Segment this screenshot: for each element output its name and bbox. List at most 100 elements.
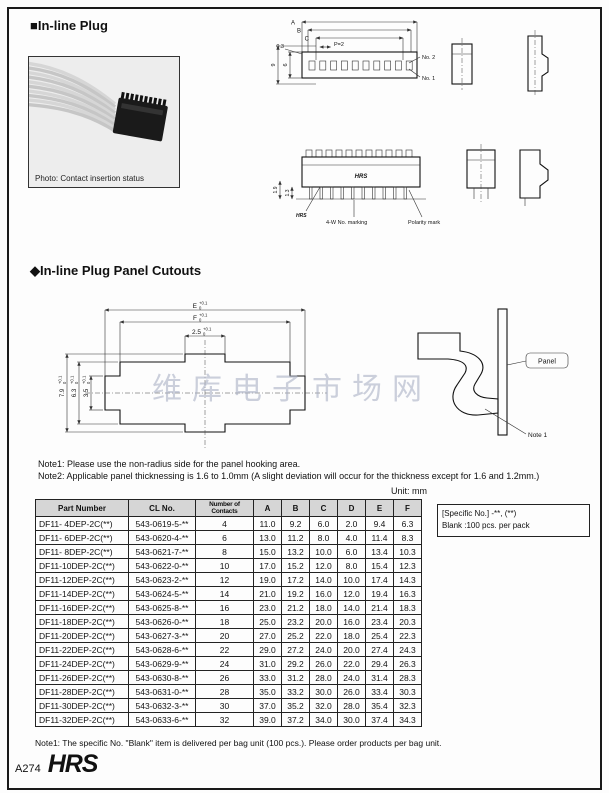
- cell-b: 37.2: [281, 712, 310, 727]
- cell-cl-no: 543-0627-3-**: [128, 628, 196, 643]
- dim-3-5-group: 3.5 +0.1 0: [82, 375, 92, 397]
- cell-e: 15.4: [365, 558, 394, 573]
- dim-f-tol-zero: 0: [199, 318, 202, 323]
- cell-part-number: DF11-22DEP-2C(**): [35, 642, 129, 657]
- cell-f: 12.3: [393, 558, 422, 573]
- cell-a: 33.0: [253, 670, 282, 685]
- cell-d: 28.0: [337, 698, 366, 713]
- col-a: A: [253, 499, 282, 517]
- cell-contacts: 24: [195, 656, 254, 671]
- cell-b: 21.2: [281, 600, 310, 615]
- cell-a: 17.0: [253, 558, 282, 573]
- dim-f-label: F: [193, 315, 197, 322]
- cell-e: 9.4: [365, 516, 394, 531]
- dim-2-5-tol-plus: +0.1: [203, 327, 212, 332]
- cell-part-number: DF11-10DEP-2C(**): [35, 558, 129, 573]
- black-connector: [112, 91, 168, 142]
- section-title-inline-plug: ■In-line Plug: [30, 18, 108, 33]
- cell-part-number: DF11- 6DEP-2C(**): [35, 530, 129, 545]
- cell-c: 22.0: [309, 628, 338, 643]
- cell-contacts: 8: [195, 544, 254, 559]
- specific-no-line1: [Specific No.] -**, (**): [442, 509, 517, 518]
- panel-label: Panel: [538, 359, 556, 366]
- panel-shape: [497, 308, 508, 436]
- cell-a: 25.0: [253, 614, 282, 629]
- cell-e: 17.4: [365, 572, 394, 587]
- cell-cl-no: 543-0620-4-**: [128, 530, 196, 545]
- cell-e: 21.4: [365, 600, 394, 615]
- dim-2-5-label: 2.5: [192, 329, 201, 336]
- cell-c: 16.0: [309, 586, 338, 601]
- cell-e: 11.4: [365, 530, 394, 545]
- cell-contacts: 12: [195, 572, 254, 587]
- cell-contacts: 10: [195, 558, 254, 573]
- cell-part-number: DF11-16DEP-2C(**): [35, 600, 129, 615]
- marking-callout-label: 4-W No. marking: [326, 220, 367, 226]
- cell-b: 23.2: [281, 614, 310, 629]
- cell-d: 24.0: [337, 670, 366, 685]
- hrs-marking-on-body: HRS: [355, 174, 368, 180]
- hook-profile: [417, 332, 499, 416]
- cell-contacts: 20: [195, 628, 254, 643]
- cell-a: 15.0: [253, 544, 282, 559]
- cell-contacts: 30: [195, 698, 254, 713]
- cell-d: 6.0: [337, 544, 366, 559]
- cell-b: 19.2: [281, 586, 310, 601]
- table-row: DF11-30DEP-2C(**) 543-0632-3-** 30 37.0 …: [35, 698, 422, 713]
- table-row: DF11- 6DEP-2C(**) 543-0620-4-** 6 13.0 1…: [35, 530, 422, 545]
- cell-a: 27.0: [253, 628, 282, 643]
- cell-part-number: DF11-24DEP-2C(**): [35, 656, 129, 671]
- photo-image: [24, 57, 177, 185]
- cell-part-number: DF11-12DEP-2C(**): [35, 572, 129, 587]
- cell-contacts: 4: [195, 516, 254, 531]
- cell-cl-no: 543-0624-5-**: [128, 586, 196, 601]
- top-view: A B C P=2 0.3 No. 2 No. 1 6: [271, 20, 435, 85]
- cell-part-number: DF11-18DEP-2C(**): [35, 614, 129, 629]
- page-number: A274: [15, 763, 41, 775]
- cell-cl-no: 543-0629-9-**: [128, 656, 196, 671]
- dim-6-3-tol-plus: +0.1: [70, 375, 75, 384]
- cell-f: 8.3: [393, 530, 422, 545]
- cell-d: 2.0: [337, 516, 366, 531]
- cell-e: 19.4: [365, 586, 394, 601]
- cell-b: 11.2: [281, 530, 310, 545]
- dim-e-label: E: [193, 303, 198, 310]
- table-row: DF11- 4DEP-2C(**) 543-0619-5-** 4 11.0 9…: [35, 516, 422, 531]
- parts-table-body: DF11- 4DEP-2C(**) 543-0619-5-** 4 11.0 9…: [35, 516, 422, 727]
- side-view-top: [451, 38, 473, 90]
- cell-e: 35.4: [365, 698, 394, 713]
- cell-a: 29.0: [253, 642, 282, 657]
- front-view: HRS 1.9 1.3 HRS 4-W No. marking Polarity…: [273, 149, 440, 226]
- cell-e: 27.4: [365, 642, 394, 657]
- cell-cl-no: 543-0632-3-**: [128, 698, 196, 713]
- cell-cl-no: 543-0625-8-**: [128, 600, 196, 615]
- inline-plug-dimension-drawing: A B C P=2 0.3 No. 2 No. 1 6: [271, 20, 549, 226]
- cell-part-number: DF11-32DEP-2C(**): [35, 712, 129, 727]
- table-row: DF11-28DEP-2C(**) 543-0631-0-** 28 35.0 …: [35, 684, 422, 699]
- col-d: D: [337, 499, 366, 517]
- cell-c: 30.0: [309, 684, 338, 699]
- cell-e: 25.4: [365, 628, 394, 643]
- panel-hook-side-view: Panel Note 1: [417, 308, 569, 439]
- cell-cl-no: 543-0621-7-**: [128, 544, 196, 559]
- cell-c: 28.0: [309, 670, 338, 685]
- cell-c: 32.0: [309, 698, 338, 713]
- table-row: DF11-22DEP-2C(**) 543-0628-6-** 22 29.0 …: [35, 642, 422, 657]
- table-row: DF11-12DEP-2C(**) 543-0623-2-** 12 19.0 …: [35, 572, 422, 587]
- table-row: DF11-16DEP-2C(**) 543-0625-8-** 16 23.0 …: [35, 600, 422, 615]
- cell-f: 16.3: [393, 586, 422, 601]
- cell-f: 22.3: [393, 628, 422, 643]
- photo-contact-insertion: Photo: Contact insertion status: [24, 56, 180, 188]
- cell-b: 9.2: [281, 516, 310, 531]
- cell-contacts: 32: [195, 712, 254, 727]
- cell-f: 30.3: [393, 684, 422, 699]
- dim-6-3-group: 6.3 +0.1 0: [70, 375, 80, 397]
- panel-cutout-drawing: E +0.1 0 F +0.1 0 2.5 +0.1 0 7.9 +0.1 0 …: [58, 301, 327, 450]
- cell-part-number: DF11-20DEP-2C(**): [35, 628, 129, 643]
- unit-label: Unit: mm: [391, 486, 427, 496]
- side-profile-top-right: [527, 30, 549, 96]
- dim-6-3-tol-zero: 0: [74, 381, 79, 384]
- cell-a: 21.0: [253, 586, 282, 601]
- note-2: Note2: Applicable panel thicknessing is …: [38, 471, 540, 481]
